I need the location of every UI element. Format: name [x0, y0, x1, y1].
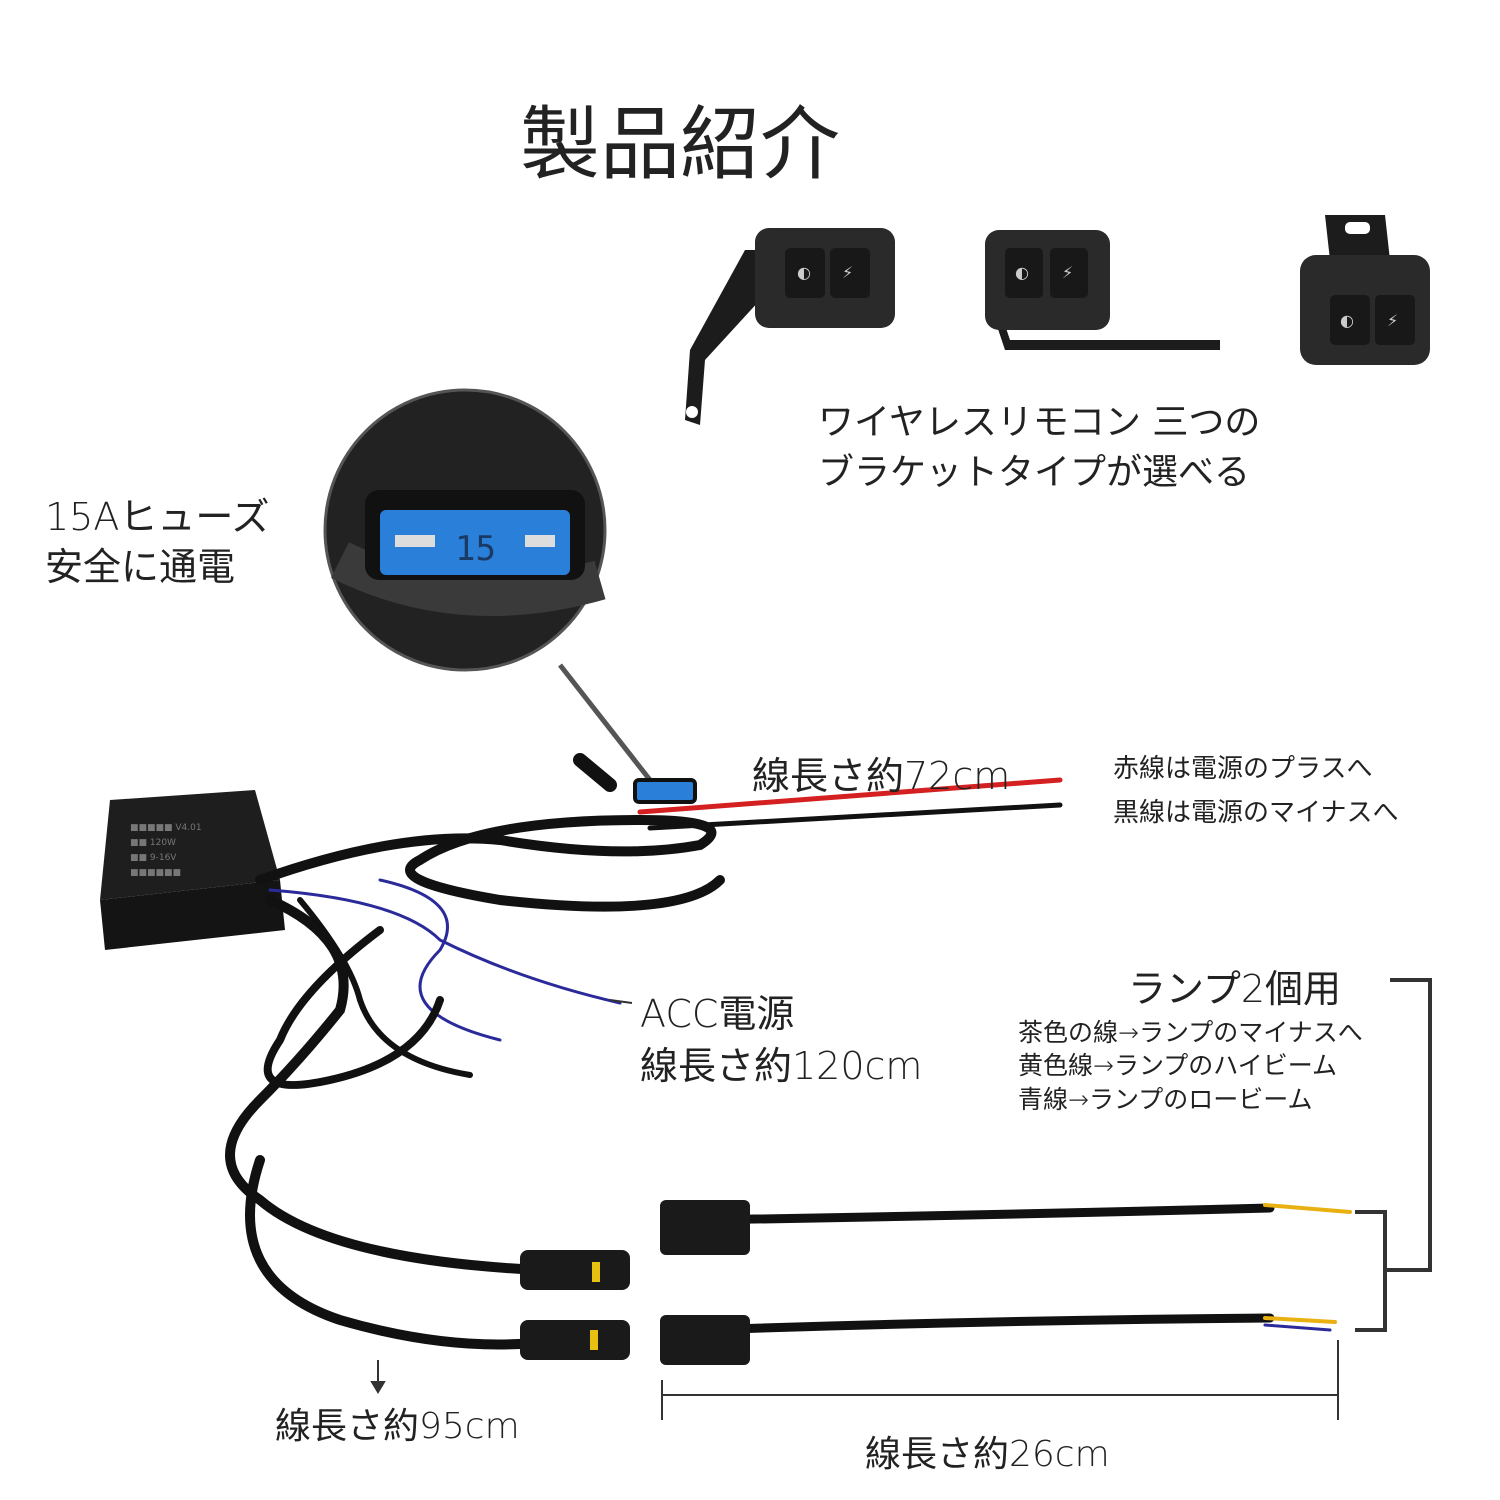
remote-caption-line1: ワイヤレスリモコン 三つの	[818, 402, 1261, 443]
red-wire-note: 赤線は電源のプラスへ	[1113, 754, 1373, 784]
svg-text:⚡: ⚡	[842, 263, 853, 282]
lamp-bracket	[1355, 978, 1432, 1332]
fuse-caption-line2: 安全に通電	[45, 545, 236, 589]
acc-caption-line2: 線長さ約120cm	[640, 1044, 923, 1088]
svg-text:◐: ◐	[1015, 263, 1029, 282]
lamp-title: ランプ2個用	[1128, 967, 1342, 1011]
acc-caption-line1: ACC電源	[640, 992, 795, 1036]
remote-bracket-long	[685, 228, 895, 425]
svg-text:■■ 120W: ■■ 120W	[130, 838, 176, 848]
controller-box: ■■■■■ V4.01 ■■ 120W ■■ 9-16V ■■■■■■	[100, 790, 285, 950]
remote-caption-line2: ブラケットタイプが選べる	[818, 452, 1251, 493]
lamp-yellow-note: 黄色線→ランプのハイビーム	[1018, 1051, 1337, 1080]
fuse-value: 15	[455, 529, 496, 569]
svg-text:⚡: ⚡	[1062, 263, 1073, 282]
fuse-magnifier: 15	[323, 388, 652, 782]
svg-text:■■■■■■: ■■■■■■	[130, 868, 181, 878]
dimension-lines	[370, 999, 1339, 1420]
black-wire-note: 黒線は電源のマイナスへ	[1113, 798, 1399, 828]
connectors	[520, 1200, 750, 1365]
lamp-length-label: 線長さ約26cm	[865, 1434, 1110, 1475]
remote-bracket-top	[1300, 215, 1430, 365]
svg-text:■■ 9-16V: ■■ 9-16V	[130, 853, 177, 863]
main-length-label: 線長さ約95cm	[275, 1406, 520, 1447]
lamp-brown-note: 茶色の線→ランプのマイナスへ	[1018, 1018, 1363, 1047]
svg-text:◐: ◐	[797, 263, 811, 282]
svg-text:⚡: ⚡	[1387, 311, 1398, 330]
svg-text:■■■■■ V4.01: ■■■■■ V4.01	[130, 823, 202, 833]
lamp-blue-note: 青線→ランプのロービーム	[1018, 1085, 1313, 1114]
fuse-caption-line1: 15Aヒューズ	[45, 495, 270, 539]
svg-text:◐: ◐	[1340, 311, 1354, 330]
wire-harness	[225, 753, 1352, 1350]
page-title: 製品紹介	[520, 98, 840, 191]
remote-bracket-flat	[985, 230, 1220, 350]
power-length-label: 線長さ約72cm	[752, 754, 1011, 798]
